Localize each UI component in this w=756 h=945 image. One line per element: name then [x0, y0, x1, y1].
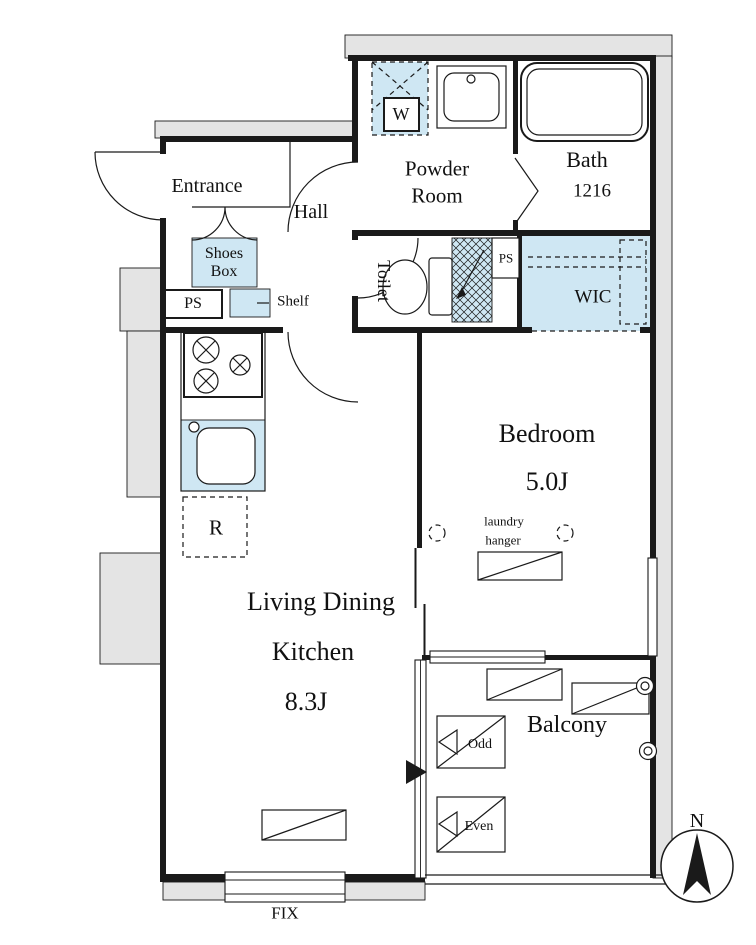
bath-size-label: 1216	[573, 180, 611, 202]
bedroom-sliding-door	[414, 548, 426, 660]
washbasin-bowl	[443, 72, 500, 122]
bathtub	[520, 62, 649, 142]
ps-toilet-label: PS	[498, 250, 514, 266]
shoes-box-label-1: Shoes	[204, 245, 244, 262]
kitchen-sink-bowl	[196, 427, 256, 485]
balcony-rail	[425, 874, 672, 885]
even-label: Even	[464, 819, 494, 834]
kitchen-fixtures	[180, 329, 266, 558]
compass-north-label: N	[689, 810, 705, 832]
ps-entrance-label: PS	[184, 295, 202, 312]
fix-window	[224, 871, 346, 903]
kitchen-faucet	[188, 421, 200, 433]
ldk-size-label: 8.3J	[284, 687, 328, 716]
compass-needle	[683, 833, 711, 895]
markers	[406, 760, 734, 903]
bath-label: Bath	[566, 147, 608, 172]
bath-fixtures	[164, 62, 649, 319]
ldk-label-1: Living Dining	[246, 587, 396, 616]
washing-machine-label: W	[392, 104, 410, 124]
fix-label: FIX	[271, 903, 299, 923]
wic-area	[522, 236, 650, 331]
bedroom-side-window	[647, 557, 658, 657]
bedroom-details	[261, 524, 574, 841]
ldk-door-swing	[287, 331, 359, 403]
powder-room-label-2: Room	[411, 183, 463, 208]
hanger-hook-right	[556, 524, 574, 542]
toilet-tank	[428, 257, 453, 316]
washer-cabinet-dashes	[371, 61, 429, 136]
stove-burners	[192, 336, 251, 394]
shelf-label: Shelf	[277, 293, 309, 310]
laundry-hanger-label-2: hanger	[485, 532, 521, 548]
ps-toilet-box	[491, 237, 520, 279]
laundry-hanger-label-1: laundry	[484, 513, 524, 529]
ps-entrance-box	[164, 289, 223, 319]
bath-folding-door	[514, 157, 539, 225]
duct-arrow	[460, 249, 485, 293]
washbasin-faucet	[466, 74, 476, 84]
shoes-box-label-2: Box	[210, 263, 238, 280]
hanger-hook-left	[428, 524, 446, 542]
balcony-label: Balcony	[527, 712, 607, 738]
entrance-label: Entrance	[171, 175, 243, 197]
wic-label: WIC	[574, 286, 612, 308]
powder-room-label-1: Powder	[404, 156, 470, 181]
shoes-box-doors	[191, 142, 291, 241]
wic-details	[528, 239, 647, 332]
entrance-door-swing	[94, 151, 164, 221]
direction-triangle	[406, 760, 427, 784]
toilet-bowl	[382, 259, 428, 315]
bedroom-label: Bedroom	[498, 419, 596, 448]
kitchen-counter	[180, 329, 266, 492]
washer-label-box	[383, 97, 420, 132]
balcony-details	[425, 668, 672, 885]
hall-label: Hall	[293, 201, 329, 223]
stove	[183, 332, 263, 398]
shoes-box-area	[191, 237, 258, 288]
powder-room-door-swing	[287, 161, 359, 233]
wic-hanger-pipe	[528, 256, 646, 268]
refrigerator-space	[182, 496, 248, 558]
refrigerator-label: R	[208, 515, 224, 540]
odd-label: Odd	[467, 737, 493, 752]
bedroom-size-label: 5.0J	[525, 467, 569, 496]
wic-shelf-dashed	[619, 239, 647, 325]
toilet-label: Toilet	[374, 260, 394, 302]
ldk-label-2: Kitchen	[271, 637, 355, 666]
